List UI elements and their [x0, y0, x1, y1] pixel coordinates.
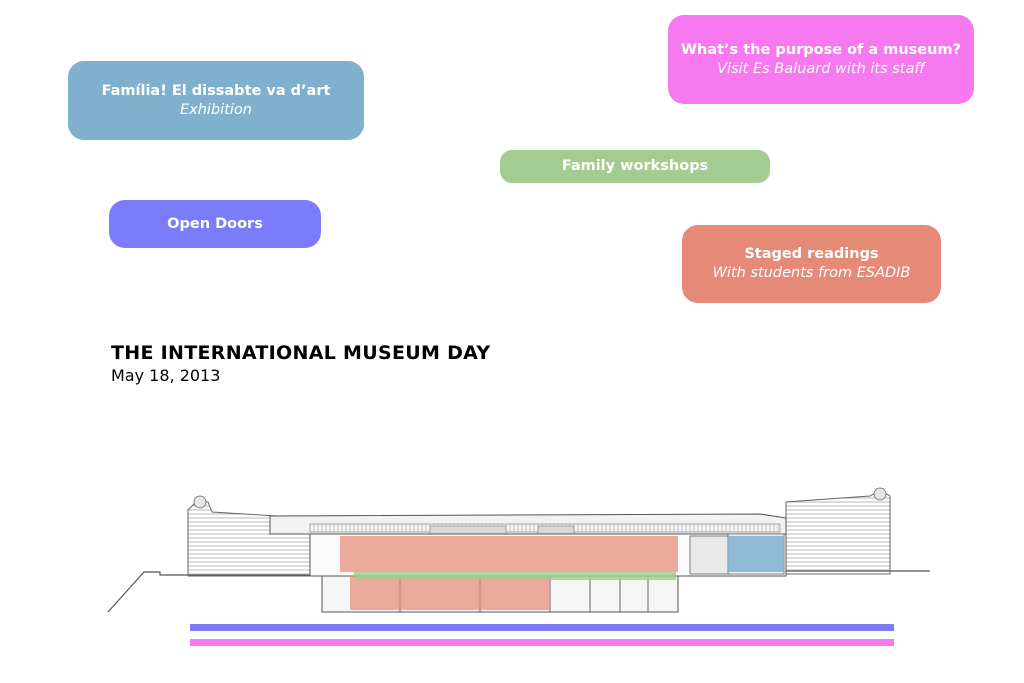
left-bastion	[187, 495, 311, 577]
activity-museum-purpose[interactable]: What’s the purpose of a museum? Visit Es…	[668, 15, 974, 104]
page-title: THE INTERNATIONAL MUSEUM DAY	[111, 342, 491, 364]
right-bastion	[785, 487, 891, 575]
family-workshops-area	[354, 572, 676, 580]
activity-purpose-subtitle: Visit Es Baluard with its staff	[717, 60, 925, 77]
activity-open-doors[interactable]: Open Doors	[109, 200, 321, 248]
activity-familia-title: Família! El dissabte va d’art	[101, 82, 331, 99]
museum-section-drawing	[107, 487, 930, 646]
activity-workshops-title: Family workshops	[561, 158, 709, 174]
activity-staged-title: Staged readings	[744, 246, 879, 262]
activity-familia-subtitle: Exhibition	[180, 101, 252, 118]
building-roof	[269, 513, 787, 537]
activity-open-doors-title: Open Doors	[167, 215, 263, 232]
activity-purpose-title: What’s the purpose of a museum?	[681, 41, 961, 58]
familia-exhibition-area	[728, 536, 784, 572]
activity-staged-readings[interactable]: Staged readings With students from ESADI…	[682, 225, 941, 303]
staged-readings-lower-area	[350, 576, 550, 610]
museum-purpose-bar	[190, 639, 894, 646]
event-date: May 18, 2013	[111, 366, 221, 385]
staged-readings-area	[340, 536, 678, 572]
activity-staged-subtitle: With students from ESADIB	[712, 265, 911, 281]
activity-familia[interactable]: Família! El dissabte va d’art Exhibition	[68, 61, 364, 140]
open-doors-bar	[190, 624, 894, 631]
activity-family-workshops[interactable]: Family workshops	[500, 150, 770, 183]
